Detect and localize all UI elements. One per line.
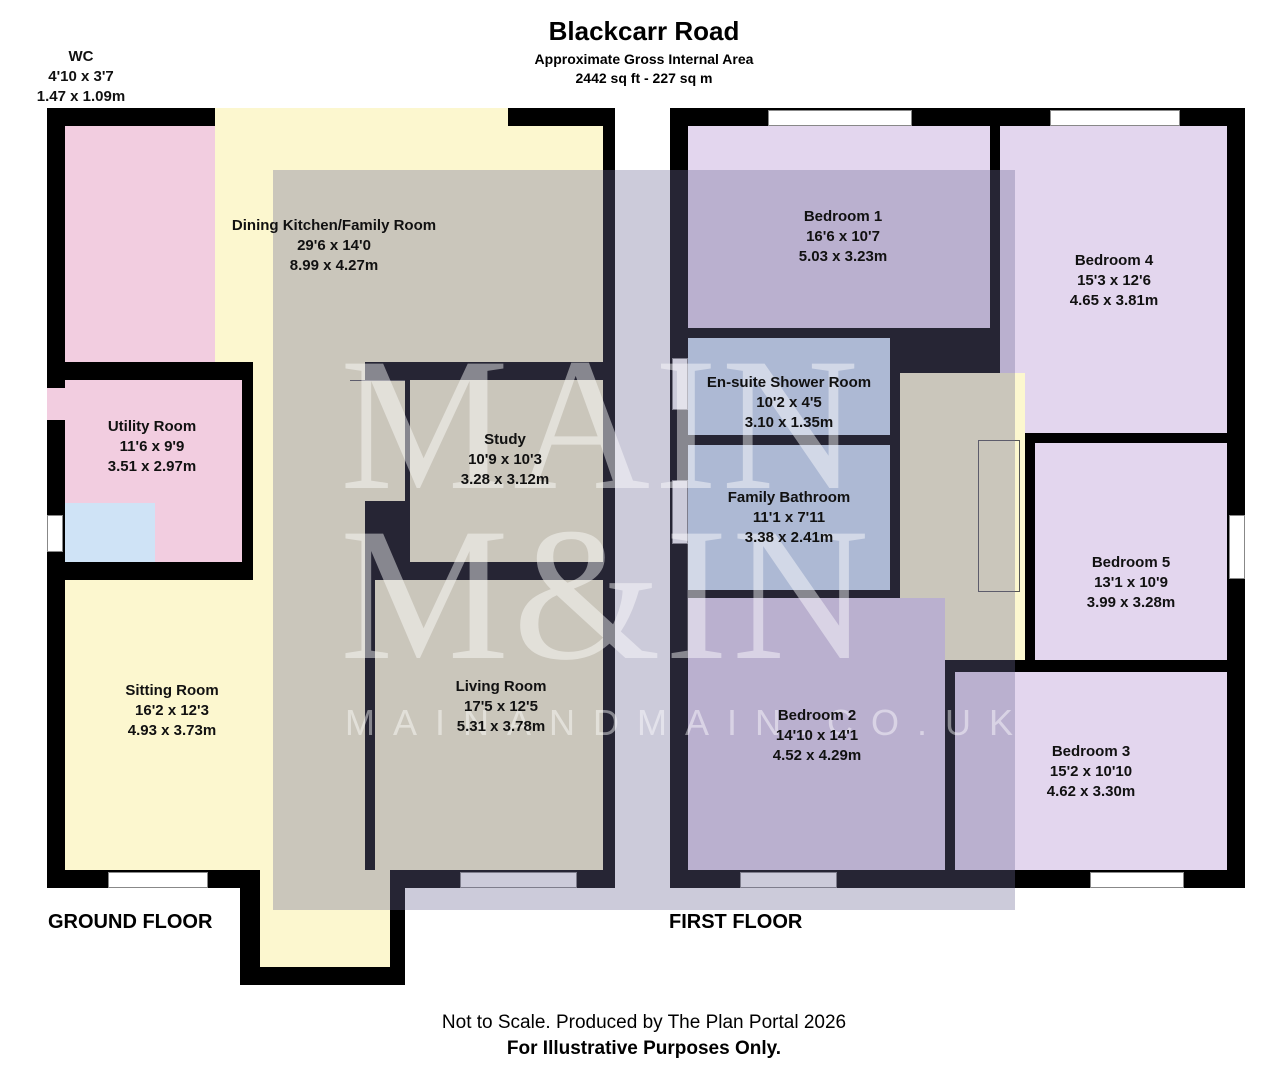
window bbox=[460, 872, 577, 888]
window bbox=[108, 872, 208, 888]
porch bbox=[260, 870, 390, 967]
window bbox=[1229, 515, 1245, 579]
room-bathroom bbox=[688, 445, 890, 590]
room-wc bbox=[65, 126, 215, 362]
room-kitchen bbox=[215, 126, 603, 362]
room-bedroom1 bbox=[688, 126, 990, 328]
watermark-url: MAINANDMAIN.CO.UK bbox=[345, 702, 1032, 743]
area-value: 2442 sq ft - 227 sq m bbox=[575, 70, 713, 86]
window bbox=[672, 480, 688, 544]
room-bedroom2 bbox=[688, 598, 945, 870]
cupboard bbox=[65, 503, 155, 562]
watermark-line1: MAIN bbox=[340, 320, 863, 530]
watermark-line2: M&IN bbox=[340, 490, 874, 700]
room-bedroom4 bbox=[1000, 126, 1227, 433]
plan-title: Blackcarr Road bbox=[548, 16, 740, 46]
room-study bbox=[410, 380, 603, 562]
window bbox=[47, 515, 63, 552]
room-living bbox=[375, 580, 603, 870]
window bbox=[768, 110, 912, 126]
footer-disclaimer: For Illustrative Purposes Only. bbox=[506, 1038, 782, 1059]
ground-floor-heading: GROUND FLOOR bbox=[48, 911, 213, 933]
wc-door bbox=[47, 388, 65, 420]
window bbox=[1090, 872, 1184, 888]
window bbox=[1050, 110, 1180, 126]
window bbox=[740, 872, 837, 888]
staircase bbox=[978, 440, 1020, 592]
bifold-doors bbox=[215, 108, 508, 128]
room-bedroom3 bbox=[955, 672, 1227, 870]
room-bedroom5 bbox=[1035, 443, 1227, 660]
area-subtitle: Approximate Gross Internal Area bbox=[534, 51, 754, 67]
first-floor-heading: FIRST FLOOR bbox=[669, 911, 803, 933]
room-ensuite bbox=[688, 338, 890, 435]
room-sitting bbox=[65, 580, 275, 870]
staircase bbox=[350, 380, 405, 501]
watermark-overlay bbox=[273, 170, 1015, 910]
window bbox=[672, 358, 688, 410]
footer-note: Not to Scale. Produced by The Plan Porta… bbox=[441, 1012, 847, 1033]
